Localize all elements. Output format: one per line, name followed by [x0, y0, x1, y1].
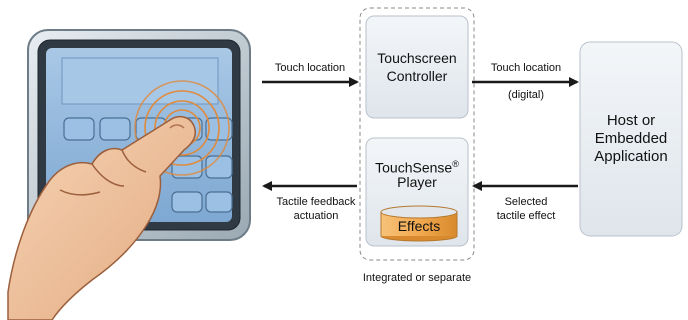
player-title-line2: Player: [397, 174, 437, 190]
host-application-box: [579, 41, 683, 237]
label-touch-location-right: Touch location: [490, 62, 562, 74]
player-title-text: TouchSense: [375, 159, 453, 176]
label-touch-location-left: Touch location: [274, 62, 346, 74]
label-selected-line1: Selected: [504, 196, 548, 208]
host-title-line2: Embedded: [594, 130, 668, 147]
label-tactile-feedback-line2: actuation: [293, 210, 339, 222]
integrated-container: [359, 7, 475, 261]
controller-title-line2: Controller: [386, 68, 448, 84]
controller-title-line1: Touchscreen: [377, 50, 457, 66]
label-tactile-feedback-line1: Tactile feedback: [276, 196, 356, 208]
haptic-ripple-icon: [134, 80, 230, 176]
touchscreen-controller-box: [365, 15, 469, 119]
player-title-line1: TouchSense®: [366, 156, 468, 177]
effects-cylinder: [380, 205, 458, 242]
host-title-line1: Host or: [606, 112, 656, 129]
label-selected-line2: tactile effect: [496, 210, 556, 222]
hand-icon: [7, 115, 196, 320]
effects-label: Effects: [397, 218, 441, 234]
label-digital: (digital): [507, 89, 545, 101]
label-integrated-or-separate: Integrated or separate: [362, 272, 472, 284]
host-title-line3: Application: [594, 148, 668, 165]
registered-mark: ®: [452, 159, 459, 169]
